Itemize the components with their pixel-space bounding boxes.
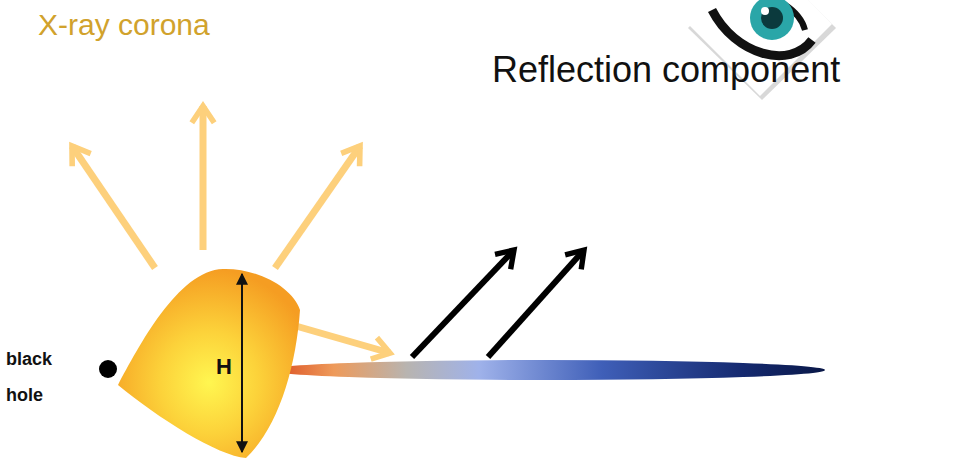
height-dimension [241, 274, 243, 452]
black-hole-dot [99, 360, 117, 378]
black-hole-label: black hole [6, 341, 68, 413]
component-label: Reflection component [492, 50, 840, 90]
dimension-label: H [216, 354, 232, 380]
corona-body [118, 269, 300, 458]
corona-outline [118, 268, 300, 458]
corona-shape: H [118, 268, 300, 458]
reflection-arrows [412, 250, 584, 357]
title-label: X-ray corona [38, 8, 210, 41]
accretion-disk [267, 360, 825, 380]
